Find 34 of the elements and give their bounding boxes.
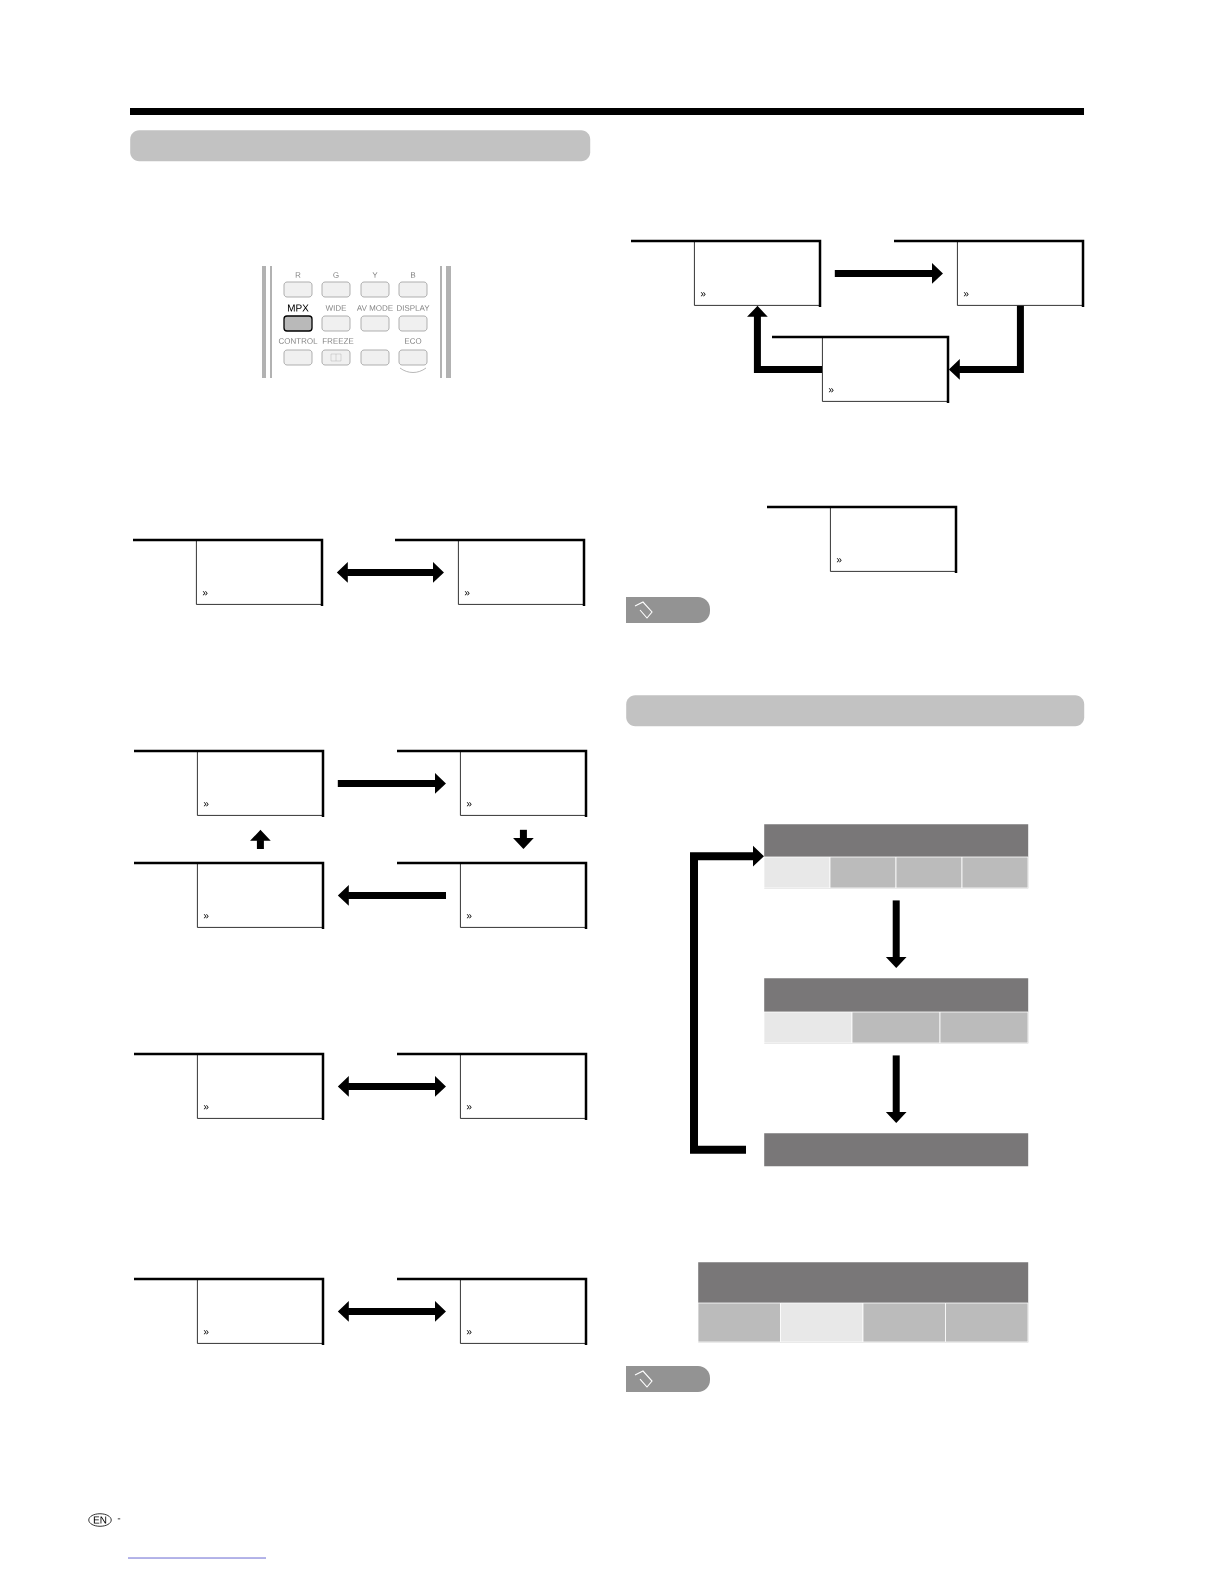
screen-box: » xyxy=(397,1277,588,1345)
button-label: G xyxy=(333,272,339,278)
button-label: WIDE xyxy=(325,305,347,311)
button-label: DISPLAY xyxy=(397,305,430,311)
button-label: AV MODE xyxy=(356,305,393,311)
screen-box: » xyxy=(134,1052,325,1120)
button-label: CONTROL xyxy=(278,338,318,344)
menu-bar xyxy=(764,1133,1029,1167)
button-label: R xyxy=(295,272,301,278)
button-label: ECO xyxy=(405,338,422,344)
arrow xyxy=(690,845,764,1154)
screen-box: » xyxy=(134,861,325,929)
menu-bar xyxy=(763,978,1029,1044)
section-heading-bar xyxy=(130,130,591,162)
screen-box: » xyxy=(134,749,325,817)
page-dash: - xyxy=(117,1518,121,1520)
button-label: FREEZE xyxy=(322,338,354,344)
screen-box: » xyxy=(133,538,324,606)
screen-box: » xyxy=(631,239,822,307)
screen-box: » xyxy=(397,1052,588,1120)
screen-box: » xyxy=(397,749,588,817)
screen-box: » xyxy=(772,335,950,403)
screen-box: » xyxy=(395,538,586,606)
menu-bar xyxy=(763,824,1029,889)
screen-box: » xyxy=(767,505,958,573)
button-label: B xyxy=(411,272,416,278)
section-heading-bar xyxy=(626,695,1085,727)
button-label: Y xyxy=(372,272,378,278)
screen-box: » xyxy=(894,239,1085,307)
language-badge: EN xyxy=(88,1513,112,1527)
screen-box: » xyxy=(134,1277,325,1345)
screen-box: » xyxy=(397,861,588,929)
button-label: MPX xyxy=(288,304,309,312)
menu-bar xyxy=(697,1262,1029,1343)
